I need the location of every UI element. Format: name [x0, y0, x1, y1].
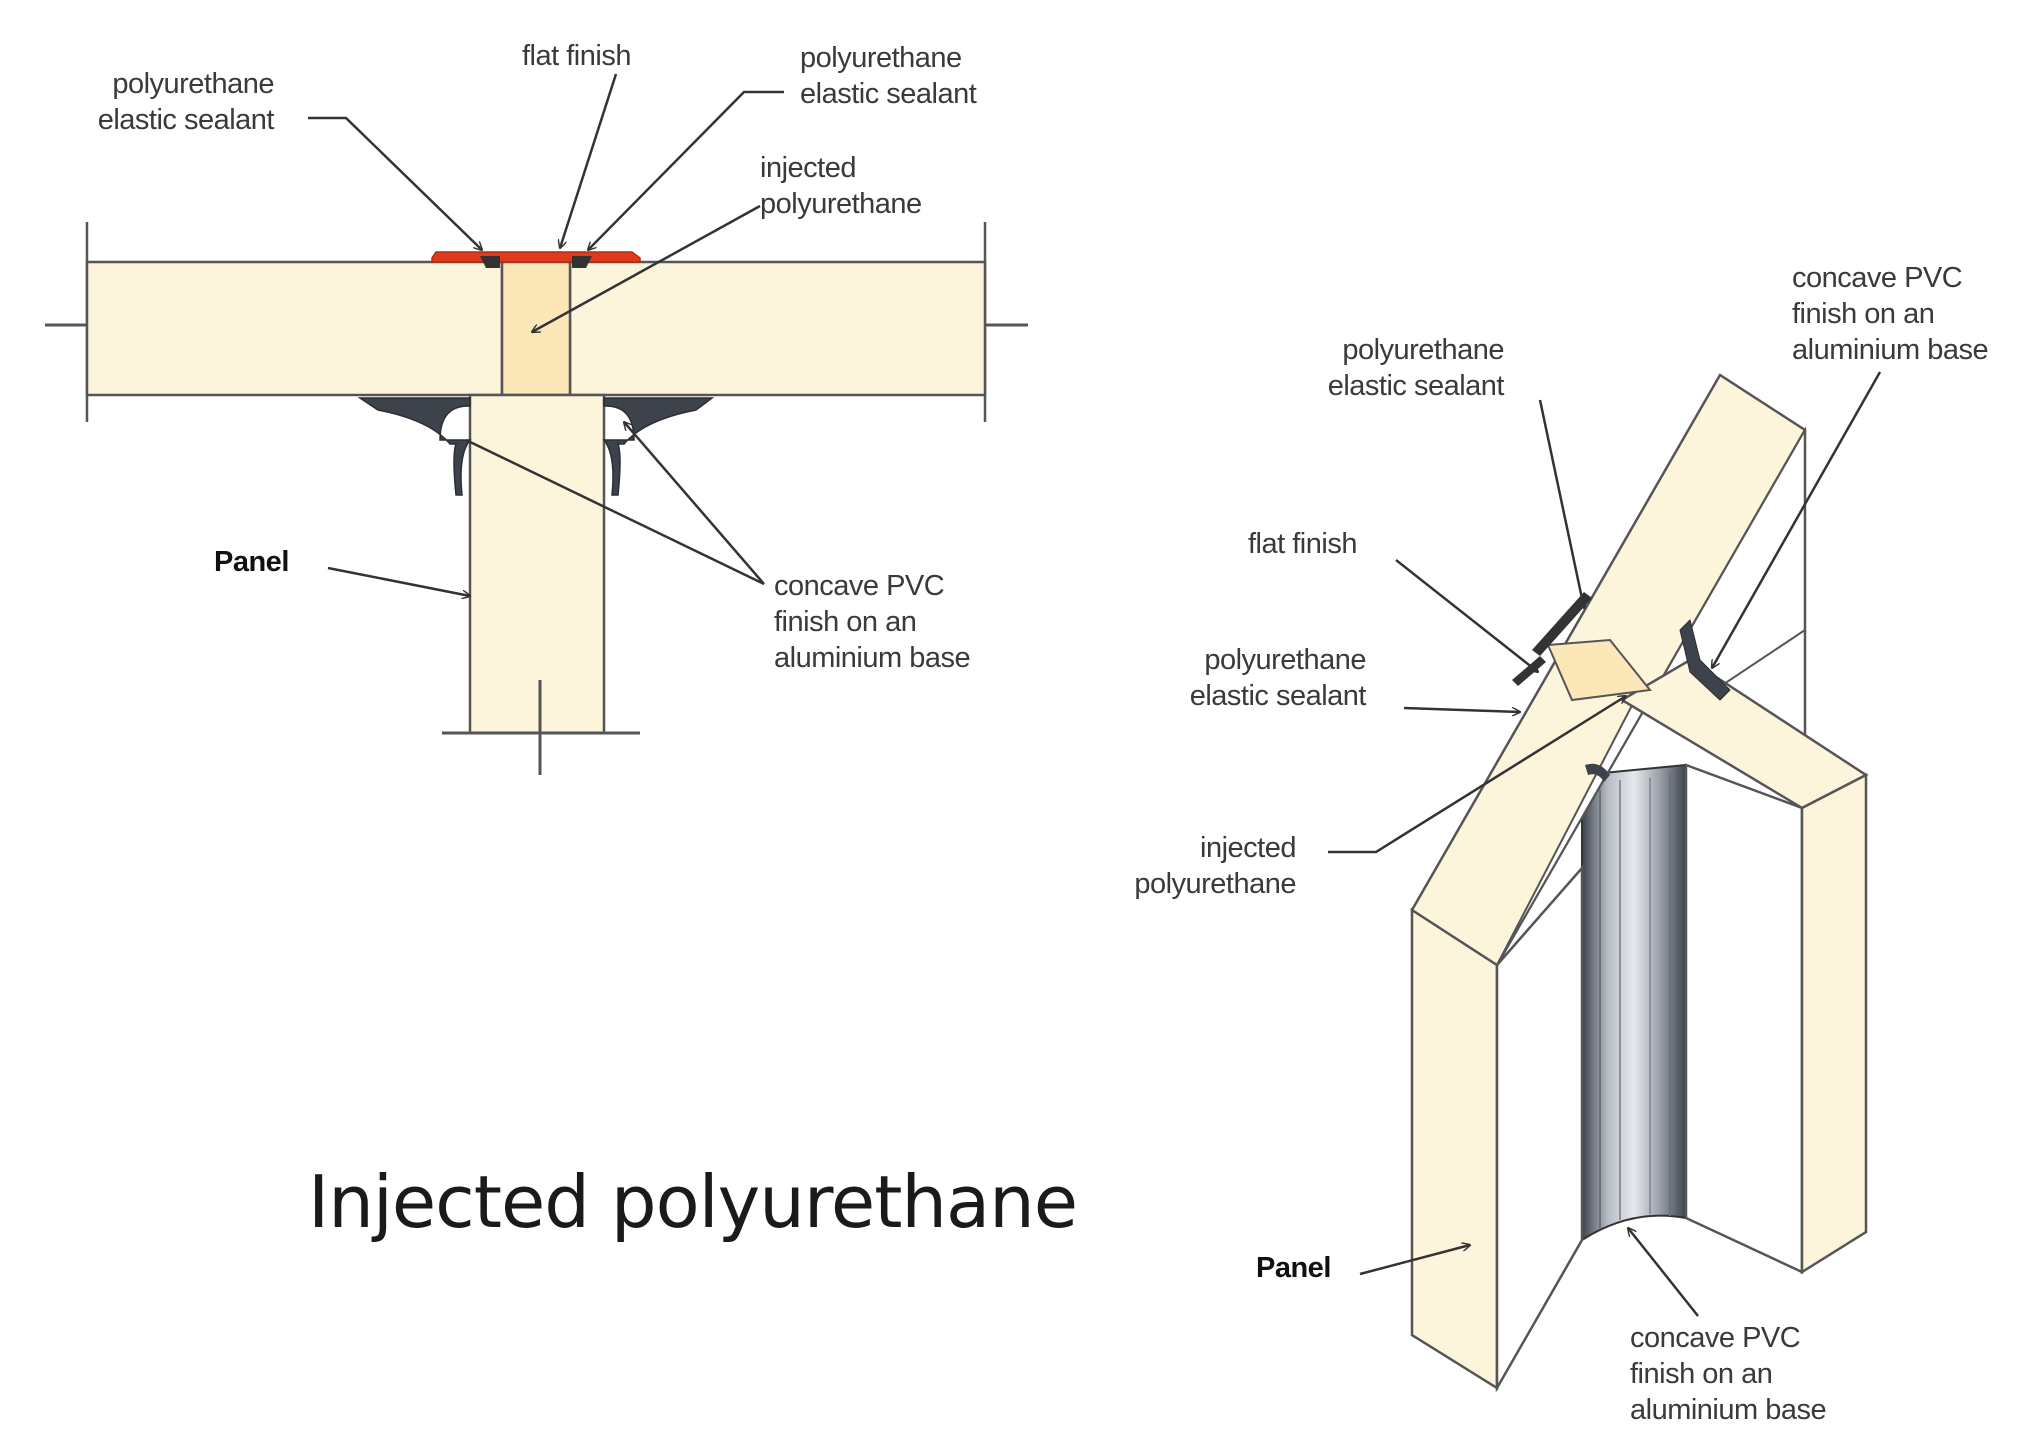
iso-label-injected: injected polyurethane: [1100, 830, 1296, 902]
label-injected: injected polyurethane: [760, 150, 922, 222]
label-line: concave PVC: [774, 570, 945, 602]
label-line: aluminium base: [774, 642, 971, 674]
leader-flat-finish: [560, 73, 618, 248]
iso-label-concave-bottom: concave PVC finish on an aluminium base: [1630, 1320, 1827, 1428]
concave-profile-left: [357, 397, 472, 496]
label-line: polyurethane: [1134, 868, 1296, 900]
leader-concave-b: [624, 422, 765, 585]
label-line: concave PVC: [1630, 1322, 1801, 1354]
leader-sealant-left: [308, 116, 482, 250]
sealant-bead-right: [572, 256, 592, 268]
panel-horizontal-right: [568, 260, 987, 397]
iso-leader-flat-finish: [1395, 559, 1538, 672]
label-line: polyurethane: [1342, 334, 1504, 366]
leader-injected: [532, 204, 761, 332]
label-line: finish on an: [774, 606, 917, 638]
panel-horizontal-left: [85, 260, 504, 397]
leader-sealant-right: [588, 90, 784, 250]
label-line: finish on an: [1630, 1358, 1773, 1390]
iso-label-concave-top: concave PVC finish on an aluminium base: [1792, 260, 1989, 368]
t-junction-section: [45, 73, 1028, 775]
concave-profile-right: [602, 397, 715, 496]
label-line: elastic sealant: [800, 78, 977, 110]
label-line: polyurethane: [1204, 644, 1366, 676]
injected-core-block: [1546, 638, 1652, 702]
iso-concave-profile-bottom: [1585, 763, 1610, 782]
label-line: aluminium base: [1630, 1394, 1827, 1426]
label-line: elastic sealant: [1327, 370, 1505, 402]
label-sealant-right: polyurethane elastic sealant: [800, 40, 977, 112]
iso-leader-concave-bottom: [1628, 1228, 1699, 1317]
label-line: elastic sealant: [97, 104, 275, 136]
iso-leader-sealant-mid: [1403, 706, 1520, 712]
leader-concave-a: [465, 438, 765, 586]
iso-concave-profile-top: [1679, 619, 1731, 701]
diagram-caption: Injected polyurethane: [308, 1160, 1078, 1244]
leader-panel: [327, 566, 470, 596]
label-line: polyurethane: [800, 42, 962, 74]
red-sealant-strip: [431, 251, 641, 263]
isometric-section: [1328, 371, 1882, 1393]
label-line: injected: [1200, 832, 1296, 864]
label-line: elastic sealant: [1189, 680, 1367, 712]
label-line: finish on an: [1792, 298, 1935, 330]
label-line: polyurethane: [112, 68, 274, 100]
iso-leader-injected: [1328, 696, 1626, 854]
right-arm-inner: [1684, 763, 1804, 1274]
iso-leader-panel: [1359, 1245, 1470, 1276]
panel-inner-face: [1495, 864, 1584, 1393]
iso-sealant-strip: [1532, 592, 1592, 656]
iso-label-sealant-top: polyurethane elastic sealant: [1290, 332, 1505, 404]
label-line: concave PVC: [1792, 262, 1963, 294]
label-line: aluminium base: [1792, 334, 1989, 366]
label-concave: concave PVC finish on an aluminium base: [774, 568, 971, 676]
label-sealant-left: polyurethane elastic sealant: [52, 66, 275, 138]
iso-leader-sealant-top: [1538, 399, 1584, 608]
panel-front-face: [1410, 907, 1499, 1391]
iso-label-flat-finish: flat finish: [1248, 528, 1357, 560]
label-line: injected: [760, 152, 856, 184]
sealant-bead-left: [480, 256, 500, 268]
iso-label-sealant-mid: polyurethane elastic sealant: [1150, 642, 1367, 714]
iso-sealant-strip-2: [1512, 656, 1546, 686]
right-arm-front: [1800, 772, 1868, 1275]
iso-leader-concave-top: [1712, 371, 1882, 668]
label-flat-finish: flat finish: [522, 40, 631, 72]
label-panel: Panel: [214, 546, 289, 578]
label-line: polyurethane: [760, 188, 922, 220]
panel-vertical: [468, 393, 606, 735]
iso-label-panel: Panel: [1256, 1252, 1331, 1284]
